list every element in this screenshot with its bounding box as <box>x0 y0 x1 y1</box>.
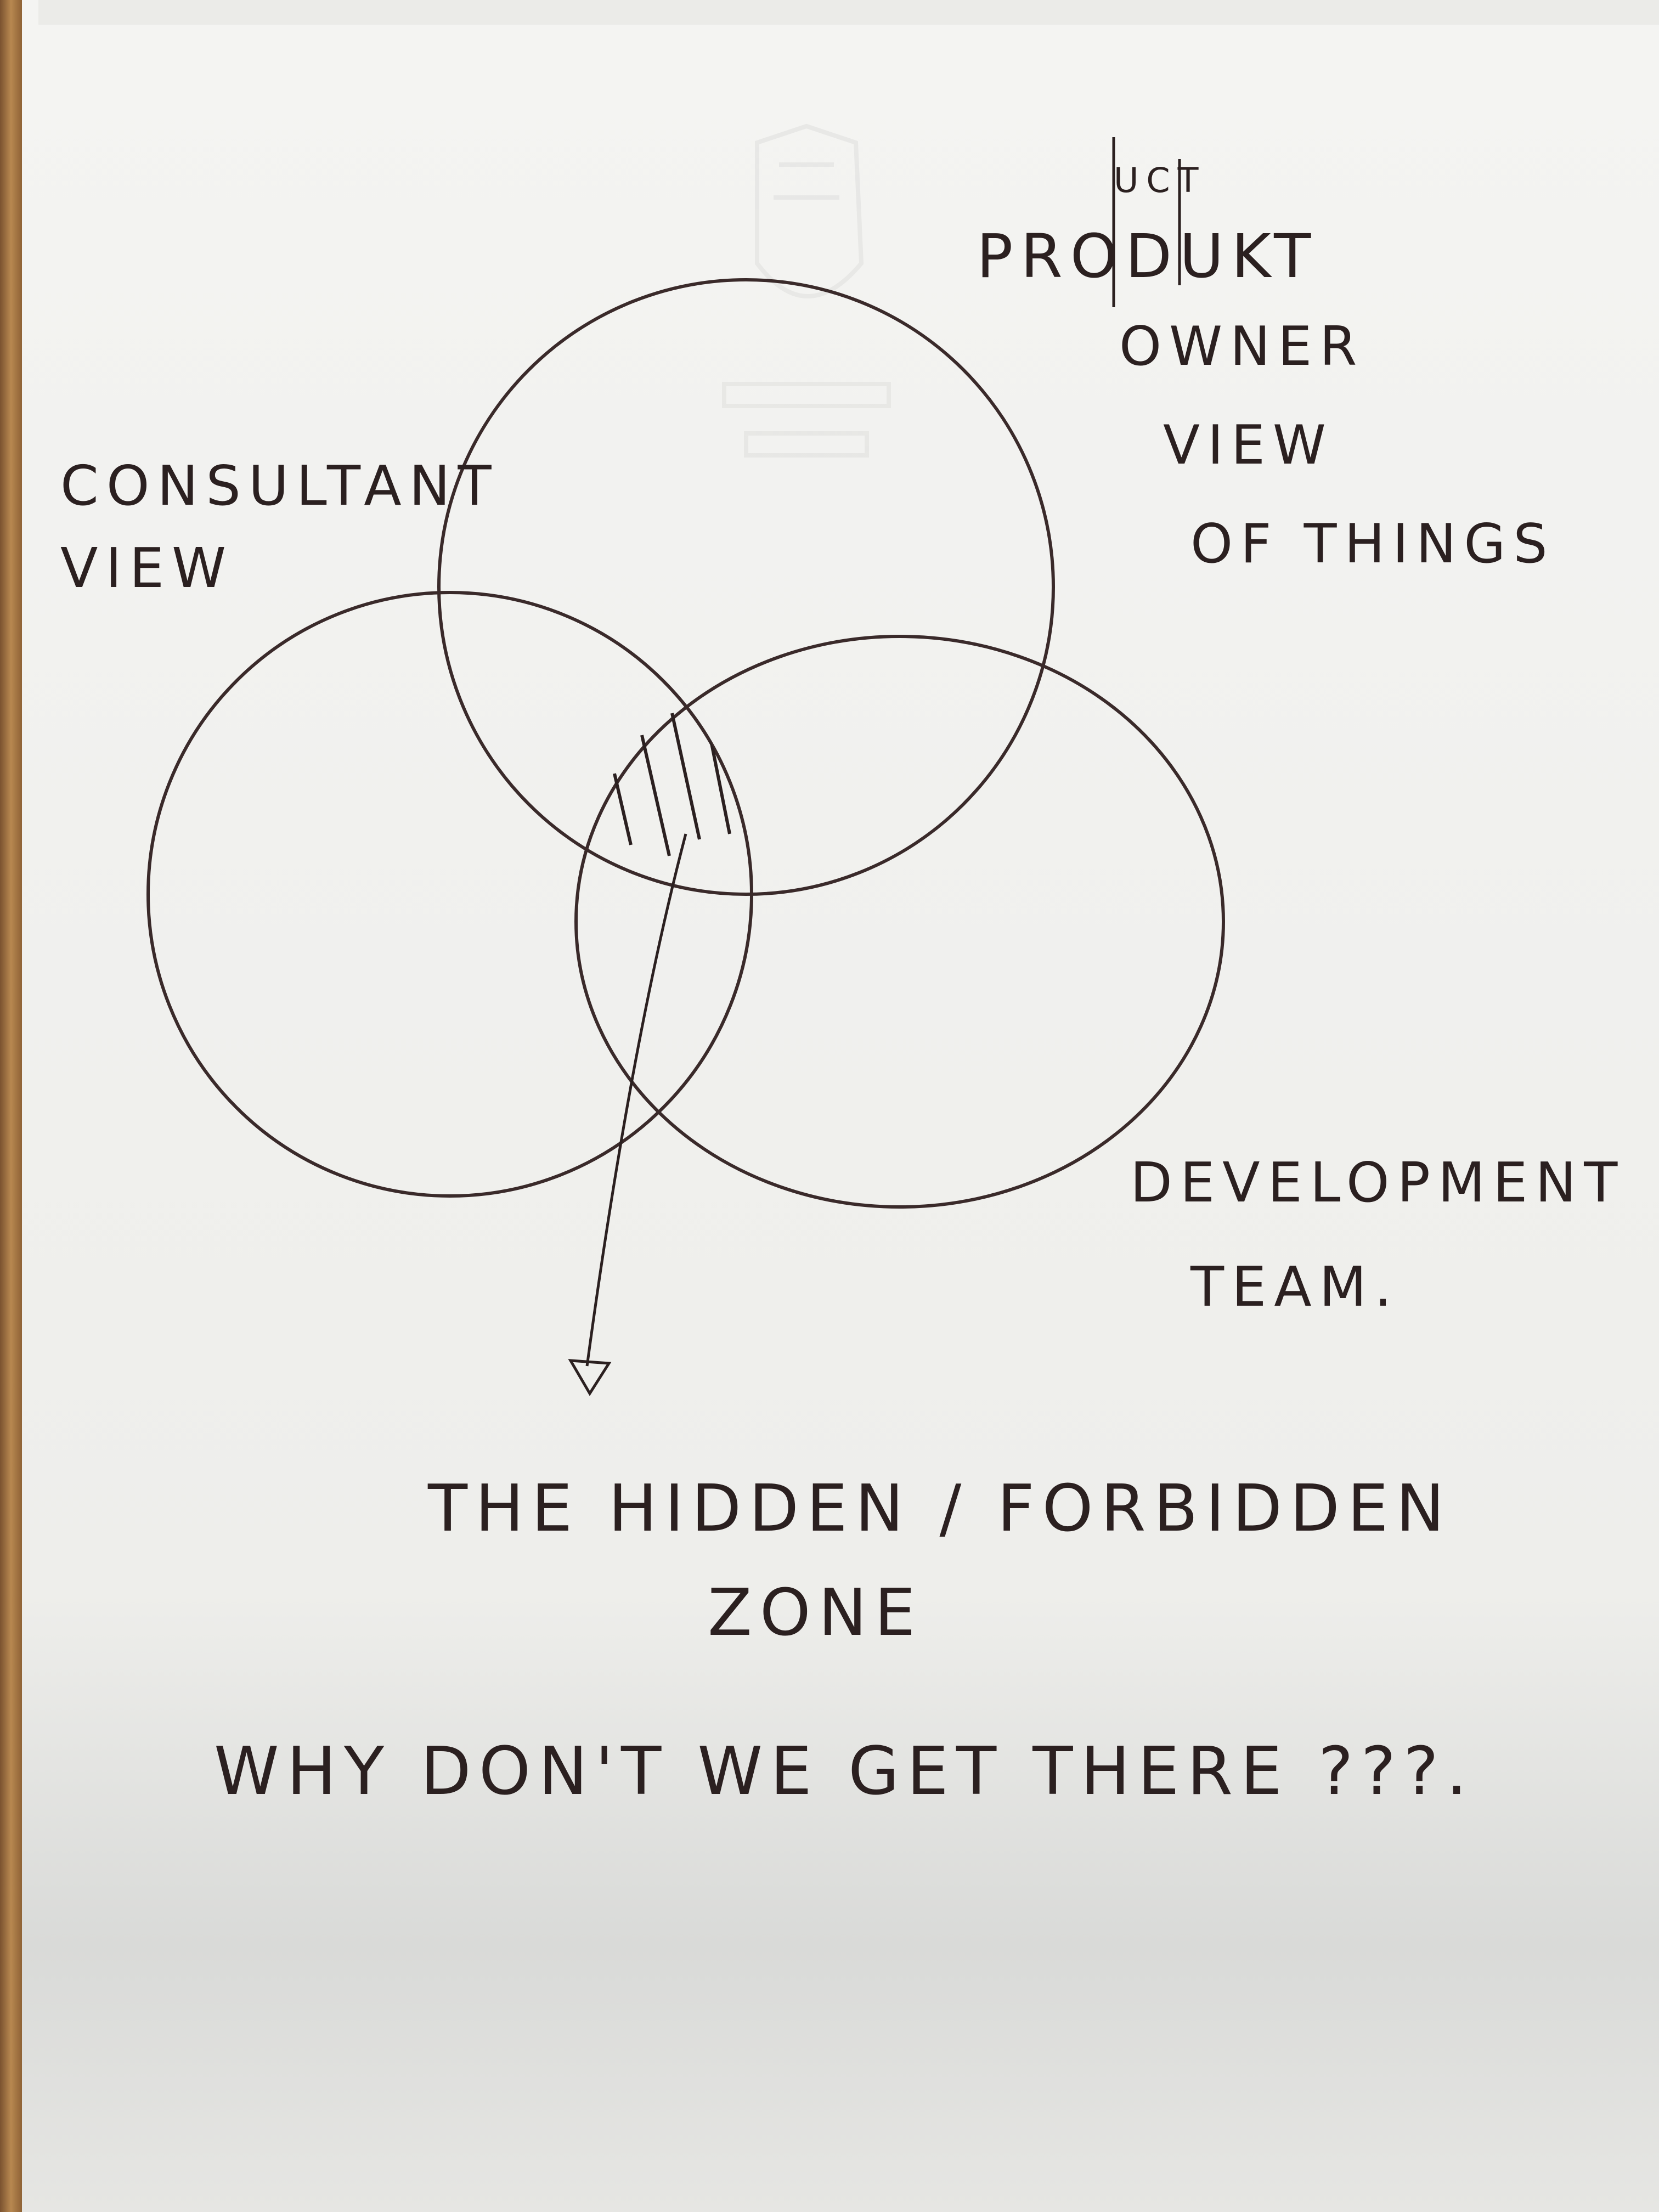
consultant-label: CONSULTANT VIEW <box>60 454 524 600</box>
development-team-circle <box>574 635 1225 1209</box>
watermark-crest-icon <box>722 123 891 458</box>
development-team-label: DEVELOPMENT TEAM. <box>1130 1150 1650 1319</box>
development-team-label-line-2: TEAM. <box>1190 1255 1400 1319</box>
product-owner-view-circle <box>437 278 1055 896</box>
consultant-label-line-2: VIEW <box>60 536 234 600</box>
product-owner-label-line-4: OF THINGS <box>1190 513 1555 575</box>
product-owner-label: PRODUKT OWNER VIEW OF THINGS <box>977 221 1555 575</box>
paper-top-edge <box>38 0 1659 25</box>
product-owner-label-line-3: VIEW <box>1163 414 1334 477</box>
venn-diagram <box>146 278 1225 1209</box>
question-text: WHY DON'T WE GET THERE ???. <box>214 1734 1475 1810</box>
hidden-zone-annotation: THE HIDDEN / FORBIDDEN ZONE <box>427 1470 1480 1650</box>
product-owner-correction: UCT <box>1114 160 1206 200</box>
hidden-zone-line-2: ZONE <box>708 1575 923 1650</box>
product-owner-label-line-2: OWNER <box>1119 315 1364 378</box>
paper-sheet <box>22 0 1659 2212</box>
arrow-icon <box>568 833 687 1396</box>
consultant-label-line-1: CONSULTANT <box>60 454 499 518</box>
hidden-zone-line-1: THE HIDDEN / FORBIDDEN <box>427 1470 1452 1546</box>
development-team-label-line-1: DEVELOPMENT <box>1130 1150 1625 1215</box>
product-owner-label-line-1: PRODUKT <box>977 221 1318 291</box>
